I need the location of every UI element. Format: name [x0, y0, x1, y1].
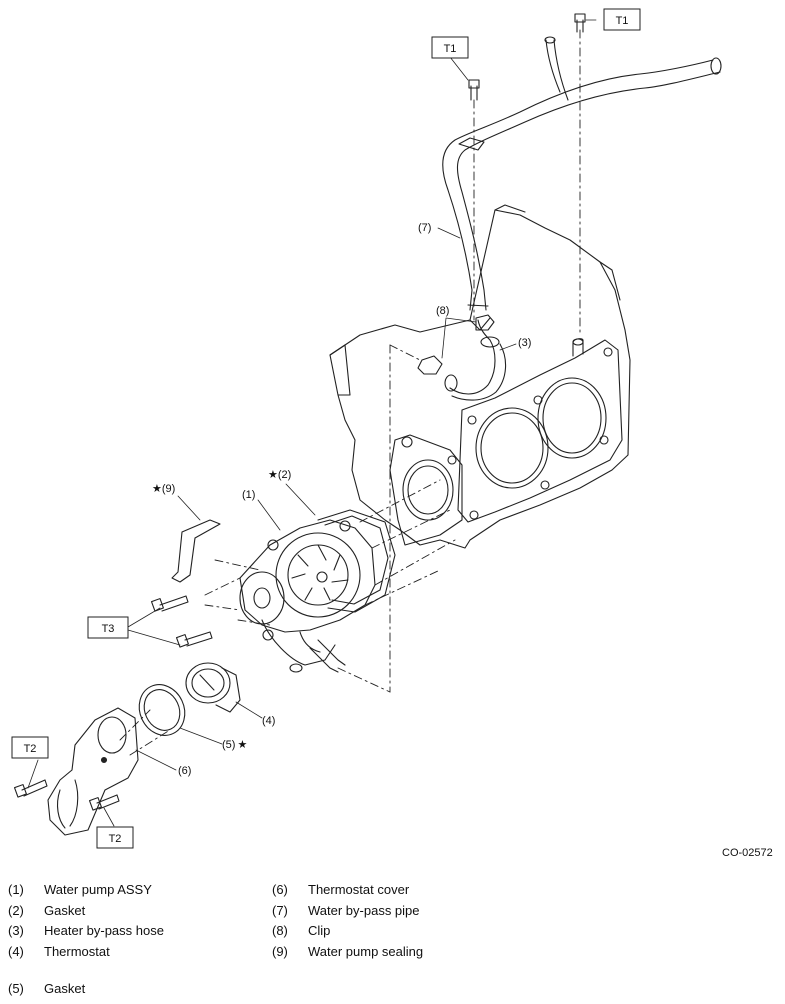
- svg-text:T2: T2: [24, 743, 37, 755]
- legend-item: (8)Clip: [272, 923, 331, 939]
- torque-label-t3: T3: [87, 616, 129, 639]
- callout-5-star: (5)★: [222, 739, 247, 751]
- water-pump-gasket: [317, 509, 396, 613]
- clip-upper: [475, 314, 495, 331]
- legend-item: (3)Heater by-pass hose: [8, 923, 164, 939]
- callout-2-star: ★(2): [268, 469, 291, 481]
- bolts-t1: [468, 13, 586, 101]
- head-gasket-face: [457, 339, 623, 523]
- torque-label-t1-pipe: T1: [431, 36, 469, 59]
- thermostat-cover: [47, 707, 139, 836]
- alignment-lines: [119, 29, 581, 756]
- bolts-t2: [13, 779, 120, 811]
- callout-7: (7): [418, 222, 431, 234]
- water-pump-assy: [239, 519, 376, 673]
- legend-item: (2)Gasket: [8, 902, 86, 918]
- svg-text:T2: T2: [109, 833, 122, 845]
- heater-bypass-hose: [417, 314, 507, 401]
- legend-item: (9)Water pump sealing: [272, 944, 424, 960]
- water-bypass-pipe: [442, 36, 722, 311]
- thermostat: [185, 662, 241, 713]
- callout-4: (4): [262, 715, 275, 727]
- thermostat-gasket: [138, 684, 186, 736]
- exploded-parts-diagram: T1 T1 T3 T2 T2 (7) (8) (3) ★(2) ★(9) (1)…: [11, 8, 722, 849]
- callout-3: (3): [518, 337, 531, 349]
- callout-1: (1): [242, 489, 255, 501]
- legend-item: (6)Thermostat cover: [272, 882, 410, 897]
- callout-9-star: ★(9): [152, 483, 175, 495]
- torque-label-t2-bottom: T2: [96, 826, 134, 849]
- legend-column-1: (1)Water pump ASSY (2)Gasket (3)Heater b…: [8, 880, 164, 963]
- legend-column-2: (6)Thermostat cover (7)Water by-pass pip…: [272, 880, 423, 963]
- torque-label-t2-left: T2: [11, 736, 49, 759]
- torque-label-t1-top: T1: [603, 8, 641, 31]
- legend-item: (1)Water pump ASSY: [8, 882, 152, 897]
- callout-8: (8): [436, 305, 449, 317]
- clip-lower: [417, 355, 443, 375]
- svg-text:T3: T3: [102, 623, 115, 635]
- water-pump-sealing: [171, 519, 221, 583]
- svg-text:T1: T1: [444, 43, 457, 55]
- engine-block: [329, 204, 631, 549]
- bolts-t3: [150, 595, 213, 648]
- legend-item-gasket-5: (5)Gasket: [8, 981, 86, 996]
- callout-6: (6): [178, 765, 191, 777]
- legend-item: (7)Water by-pass pipe: [272, 902, 420, 918]
- leader-lines: [27, 19, 597, 827]
- svg-text:T1: T1: [616, 15, 629, 27]
- legend-item: (4)Thermostat: [8, 944, 110, 960]
- figure-id: CO-02572: [722, 847, 773, 859]
